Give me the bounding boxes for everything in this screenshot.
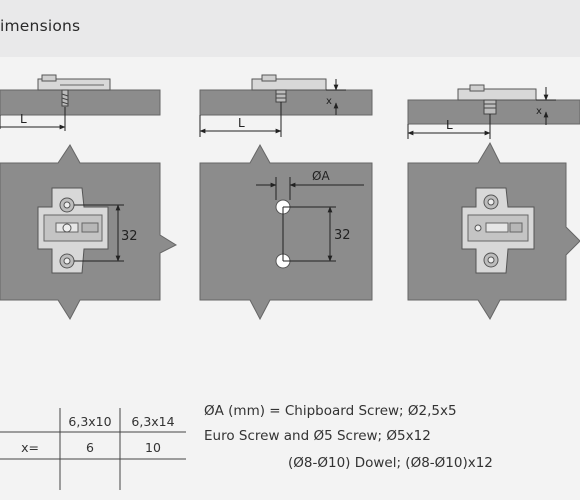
dim-label-x-right: x [536, 106, 542, 117]
dim-label-32-left: 32 [121, 229, 138, 244]
mounting-plate-left [37, 187, 109, 274]
table-grid [0, 408, 186, 490]
table-row-label: x= [21, 440, 39, 455]
dim-label-l-middle: L [238, 116, 245, 130]
note-euro-screw: Euro Screw and Ø5 Screw; Ø5x12 [204, 428, 431, 444]
dim-label-x-middle: x [326, 96, 332, 107]
table-header-6-3x10: 6,3x10 [68, 414, 112, 429]
dimensions-panel: L x L [0, 57, 580, 500]
top-view-right [407, 141, 580, 320]
header-bar: imensions [0, 0, 580, 57]
table-header-6-3x14: 6,3x14 [131, 414, 175, 429]
dim-label-diameter: ØA [312, 169, 330, 183]
dowel-icon [275, 89, 287, 103]
hinge-plate-side-right [457, 84, 537, 115]
technical-drawing: L x L [0, 74, 580, 321]
hinge-plate-side-left [37, 74, 111, 107]
table-cell-x-6: 6 [86, 440, 94, 455]
top-view-left: 32 [0, 144, 178, 320]
board-side-left [0, 89, 161, 116]
side-view-left: L [0, 74, 161, 131]
side-view-right: x L [407, 84, 580, 139]
top-view-middle: 32 ØA [199, 143, 373, 321]
page-title: imensions [0, 17, 81, 35]
dim-label-l-right: L [446, 118, 453, 132]
dim-label-l-left: L [20, 112, 27, 126]
hinge-plate-side-middle [251, 74, 327, 103]
table-cell-x-10: 10 [145, 440, 161, 455]
side-view-middle: x L [199, 74, 373, 137]
mounting-plate-right [461, 187, 535, 274]
spec-table: 6,3x10 6,3x14 x= 6 10 [0, 404, 186, 492]
note-dowel: (Ø8-Ø10) Dowel; (Ø8-Ø10)x12 [288, 455, 493, 471]
euro-screw-icon [483, 99, 497, 115]
dim-label-32-middle: 32 [334, 228, 351, 243]
note-chipboard-screw: ØA (mm) = Chipboard Screw; Ø2,5x5 [204, 403, 457, 419]
board-top-middle [199, 143, 373, 321]
